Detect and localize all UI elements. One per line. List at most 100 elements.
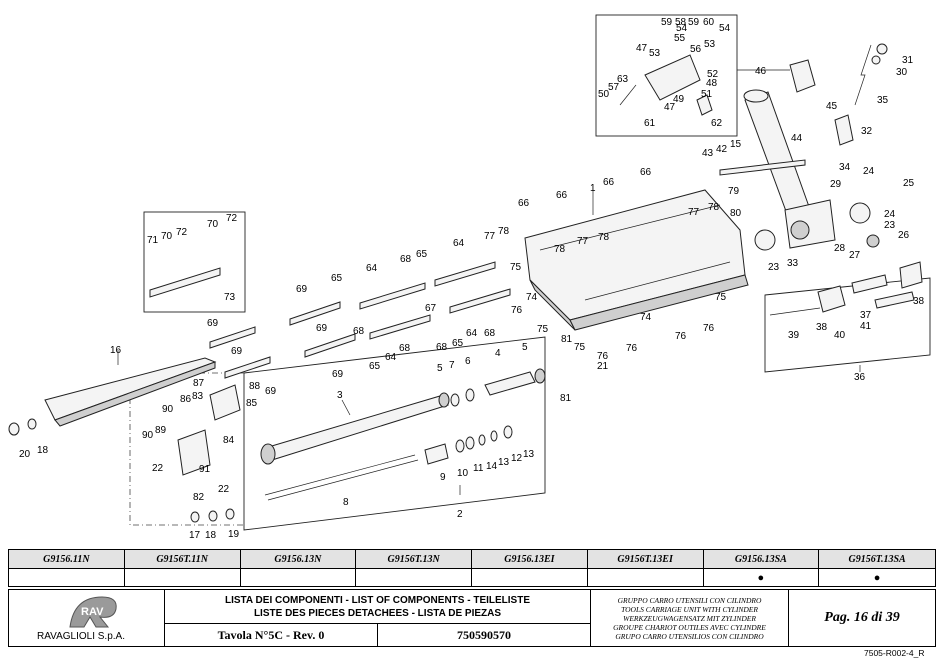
callout-53b: 53 [649,48,661,59]
callout-13b: 13 [498,457,510,468]
part-washer [27,418,37,430]
callout-30: 30 [896,67,908,78]
callout-69c: 69 [332,369,344,380]
part-ring-small [871,55,881,65]
callout-5b: 5 [437,363,443,374]
callout-33: 33 [787,258,799,269]
callout-3: 3 [337,390,343,401]
callout-76c: 76 [626,343,638,354]
callout-25: 25 [903,178,915,189]
callout-85: 85 [246,398,258,409]
callout-2: 2 [457,509,463,520]
callout-59b: 59 [661,17,673,28]
callout-66b: 66 [556,190,568,201]
callout-numbers: 1 2 3 4 5 5 6 7 8 9 10 11 12 13 13 14 15… [19,17,925,541]
rav-logo-icon: RAV [69,596,117,628]
callout-88: 88 [249,381,261,392]
desc-de: WERKZEUGWAGENSATZ MIT ZYLINDER [623,613,756,623]
callout-39: 39 [788,330,800,341]
callout-45: 45 [826,101,838,112]
callout-68d: 68 [436,342,448,353]
part-small-spring [619,84,637,106]
part-washer-18 [208,510,218,522]
part-bracket [177,429,211,476]
list-title-line2: LISTE DES PIECES DETACHEES - LISTA DE PI… [253,607,502,619]
model-header: G9156.13SA [703,550,820,569]
detail-frame-bracket [143,211,246,313]
callout-40: 40 [834,330,846,341]
callout-77c: 77 [688,207,700,218]
assembly-description: GRUPPO CARRO UTENSILI CON CILINDRO TOOLS… [591,590,789,646]
callout-64d: 64 [385,352,397,363]
part-washer-19 [225,508,235,520]
model-mark [356,569,472,586]
callout-82: 82 [193,492,205,503]
desc-en: TOOLS CARRIAGE UNIT WITH CYLINDER [621,604,758,614]
part-clamp [817,285,846,313]
callout-83: 83 [192,391,204,402]
callout-58: 58 [675,17,687,28]
callout-54: 54 [676,23,688,34]
part-ring [876,43,888,55]
callout-59: 59 [688,17,700,28]
callout-43: 43 [702,148,714,159]
callout-53: 53 [704,39,716,50]
page-number: Pag. 16 di 39 [824,610,900,625]
callout-66c: 66 [603,177,615,188]
callout-71: 71 [147,235,159,246]
callout-70: 70 [161,231,173,242]
part-plug [866,234,880,248]
callout-68e: 68 [484,328,496,339]
callout-18b: 18 [205,530,217,541]
callout-46: 46 [755,66,767,77]
desc-es: GRUPO CARRO UTENSILIOS CON CILINDRO [615,631,764,641]
callout-42: 42 [716,144,728,155]
part-cylinder [260,368,546,501]
callout-49: 49 [673,94,685,105]
title-block: RAV RAVAGLIOLI S.p.A. LISTA DEI COMPONEN… [8,589,936,647]
exploded-parts-drawing: 1 2 3 4 5 5 6 7 8 9 10 11 12 13 13 14 15… [8,14,931,541]
callout-66: 66 [518,198,530,209]
callout-28: 28 [834,243,846,254]
callout-77b: 77 [577,236,589,247]
callout-37: 37 [860,310,872,321]
detail-frame-handle [595,14,738,137]
callout-34: 34 [839,162,851,173]
callout-26: 26 [898,230,910,241]
callout-24b: 24 [884,209,896,220]
callout-65: 65 [416,249,428,260]
callout-48: 48 [706,78,718,89]
callout-64: 64 [453,238,465,249]
callout-21: 21 [597,361,609,372]
callout-69e: 69 [265,386,277,397]
parts-plates [149,261,511,379]
dash-line-assembly [129,372,244,526]
callout-78b: 78 [554,244,566,255]
callout-18: 18 [37,445,49,456]
callout-66d: 66 [640,167,652,178]
callout-75d: 75 [715,292,727,303]
model-header: G9156T.13SA [819,550,935,569]
callout-69: 69 [296,284,308,295]
callout-64c: 64 [466,328,478,339]
model-mark: ● [873,571,881,584]
callout-4: 4 [495,348,501,359]
callout-16: 16 [110,345,122,356]
callout-78: 78 [498,226,510,237]
callout-17: 17 [189,530,201,541]
callout-6: 6 [465,356,471,367]
callout-81: 81 [561,334,573,345]
svg-text:RAV: RAV [81,606,104,618]
part-slide [874,291,915,309]
part-nut [8,422,20,436]
callout-38b: 38 [816,322,828,333]
model-mark [125,569,241,586]
model-mark [472,569,588,586]
model-mark: ● [704,569,820,586]
callout-19: 19 [228,529,240,540]
callout-78c: 78 [598,232,610,243]
callout-77: 77 [484,231,496,242]
part-knob [696,94,713,116]
callout-60: 60 [703,17,715,28]
callout-65b: 65 [331,273,343,284]
